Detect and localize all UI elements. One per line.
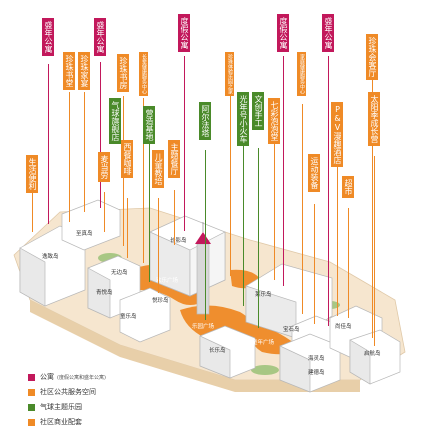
legend-label: 气球主题乐园 [40,403,82,411]
building-label: 童年广场 [252,340,275,346]
callout-tag: 度假公寓 [178,14,190,52]
building-label: 青悦岛 [96,290,113,296]
callout-tag: 运动装备 [308,154,320,192]
legend-label: 社区公共服务空间 [40,388,96,396]
leader-line [283,56,284,286]
callout-tag: 盛年公寓 [322,14,334,52]
callout-tag: 文创手工 [252,92,264,130]
leader-line [328,56,329,326]
building-label: 宝石岛 [283,327,300,333]
building-label: 无边岛 [111,270,128,276]
callout-tag: 长辈健康服务中心 [139,52,148,96]
building-label: 建德岛 [308,370,325,376]
leader-line [205,150,206,320]
leader-line [100,62,101,208]
legend-swatch [28,373,35,381]
callout-tag: 七彩泡泡堂 [268,98,280,144]
callout-tag: 珍珠体验乐园之家 [225,52,234,96]
callout-tag: 西餐咖啡 [121,140,133,178]
legend-sublabel: (度假公寓和盛年公寓) [57,374,106,381]
callout-tag: 珍珠书房 [117,54,129,92]
callout-tag: 光年号小火车 [237,92,249,146]
leader-line [104,192,105,232]
building-label: 逸致岛 [42,254,59,260]
building-label: 乐园广场 [192,324,215,330]
legend-item-public-service: 社区公共服务空间 [28,387,96,397]
building-label: 童乐岛 [120,314,137,320]
leader-line [127,198,128,258]
leader-line [84,92,85,212]
leader-line [48,64,49,224]
callout-tag: P&V漫趣酒店 [331,102,343,167]
building-label: 尚佳岛 [335,324,352,330]
leader-line [149,132,150,282]
leader-line [32,192,33,232]
leader-line [274,124,275,280]
building-label: 悦珍岛 [152,298,169,304]
callout-tag: 珍珠书堂 [63,52,75,90]
callout-tag: 度假公寓 [277,14,289,52]
callout-tag: 盛年公寓 [42,18,54,56]
legend-swatch [28,388,35,396]
leader-line [243,146,244,306]
building-label: 海灵岛 [308,356,325,362]
building-label: 长乐岛 [209,348,226,354]
legend-swatch [28,418,35,426]
callout-tag: 家庭健康服务中心 [297,52,306,96]
legend-swatch [28,403,35,411]
callout-tag: 珍珠会客厅 [366,34,378,80]
leader-line [374,156,375,346]
callout-tag: 儿童教培 [152,150,164,188]
building-label: 欢乐广场 [156,278,179,284]
callout-tag: 盛年公寓 [94,18,106,56]
leader-line [348,208,349,318]
callout-tag: 气球旗舰店 [109,98,121,144]
leader-line [258,148,259,328]
leader-line [158,198,159,293]
building-label: 长影岛 [170,238,187,244]
callout-tag: 阿尔法塔 [199,102,211,140]
leader-line [143,98,144,263]
legend-item-commercial: 社区商业配套 [28,417,82,427]
leader-line [230,86,231,276]
callout-tag: 珍珠家宴 [78,52,90,90]
legend-item-balloon-park: 气球主题乐园 [28,402,82,412]
legend-label: 社区商业配套 [40,418,82,426]
buildings [19,199,401,393]
leader-line [314,204,315,324]
callout-tag: 太阳季成长营 [368,92,380,146]
callout-tag: 生活便利 [26,155,38,193]
legend-label: 公寓 [40,373,54,381]
leader-line [302,104,303,314]
leader-line [337,146,338,316]
leader-line [372,78,373,338]
leader-line [69,92,70,222]
building-label: 莱乐岛 [255,292,272,298]
callout-tag: 超市 [342,176,354,198]
callout-tag: 麦当劳 [98,152,110,182]
building-label: 至真岛 [76,231,93,237]
building-label: 启航岛 [364,351,381,357]
callout-tag: 主题餐厅 [168,140,180,178]
legend-item-apartment: 公寓 (度假公寓和盛年公寓) [28,372,106,382]
leader-line [174,190,175,245]
leader-line [184,56,185,231]
callout-tag: 营造基地 [143,106,155,144]
